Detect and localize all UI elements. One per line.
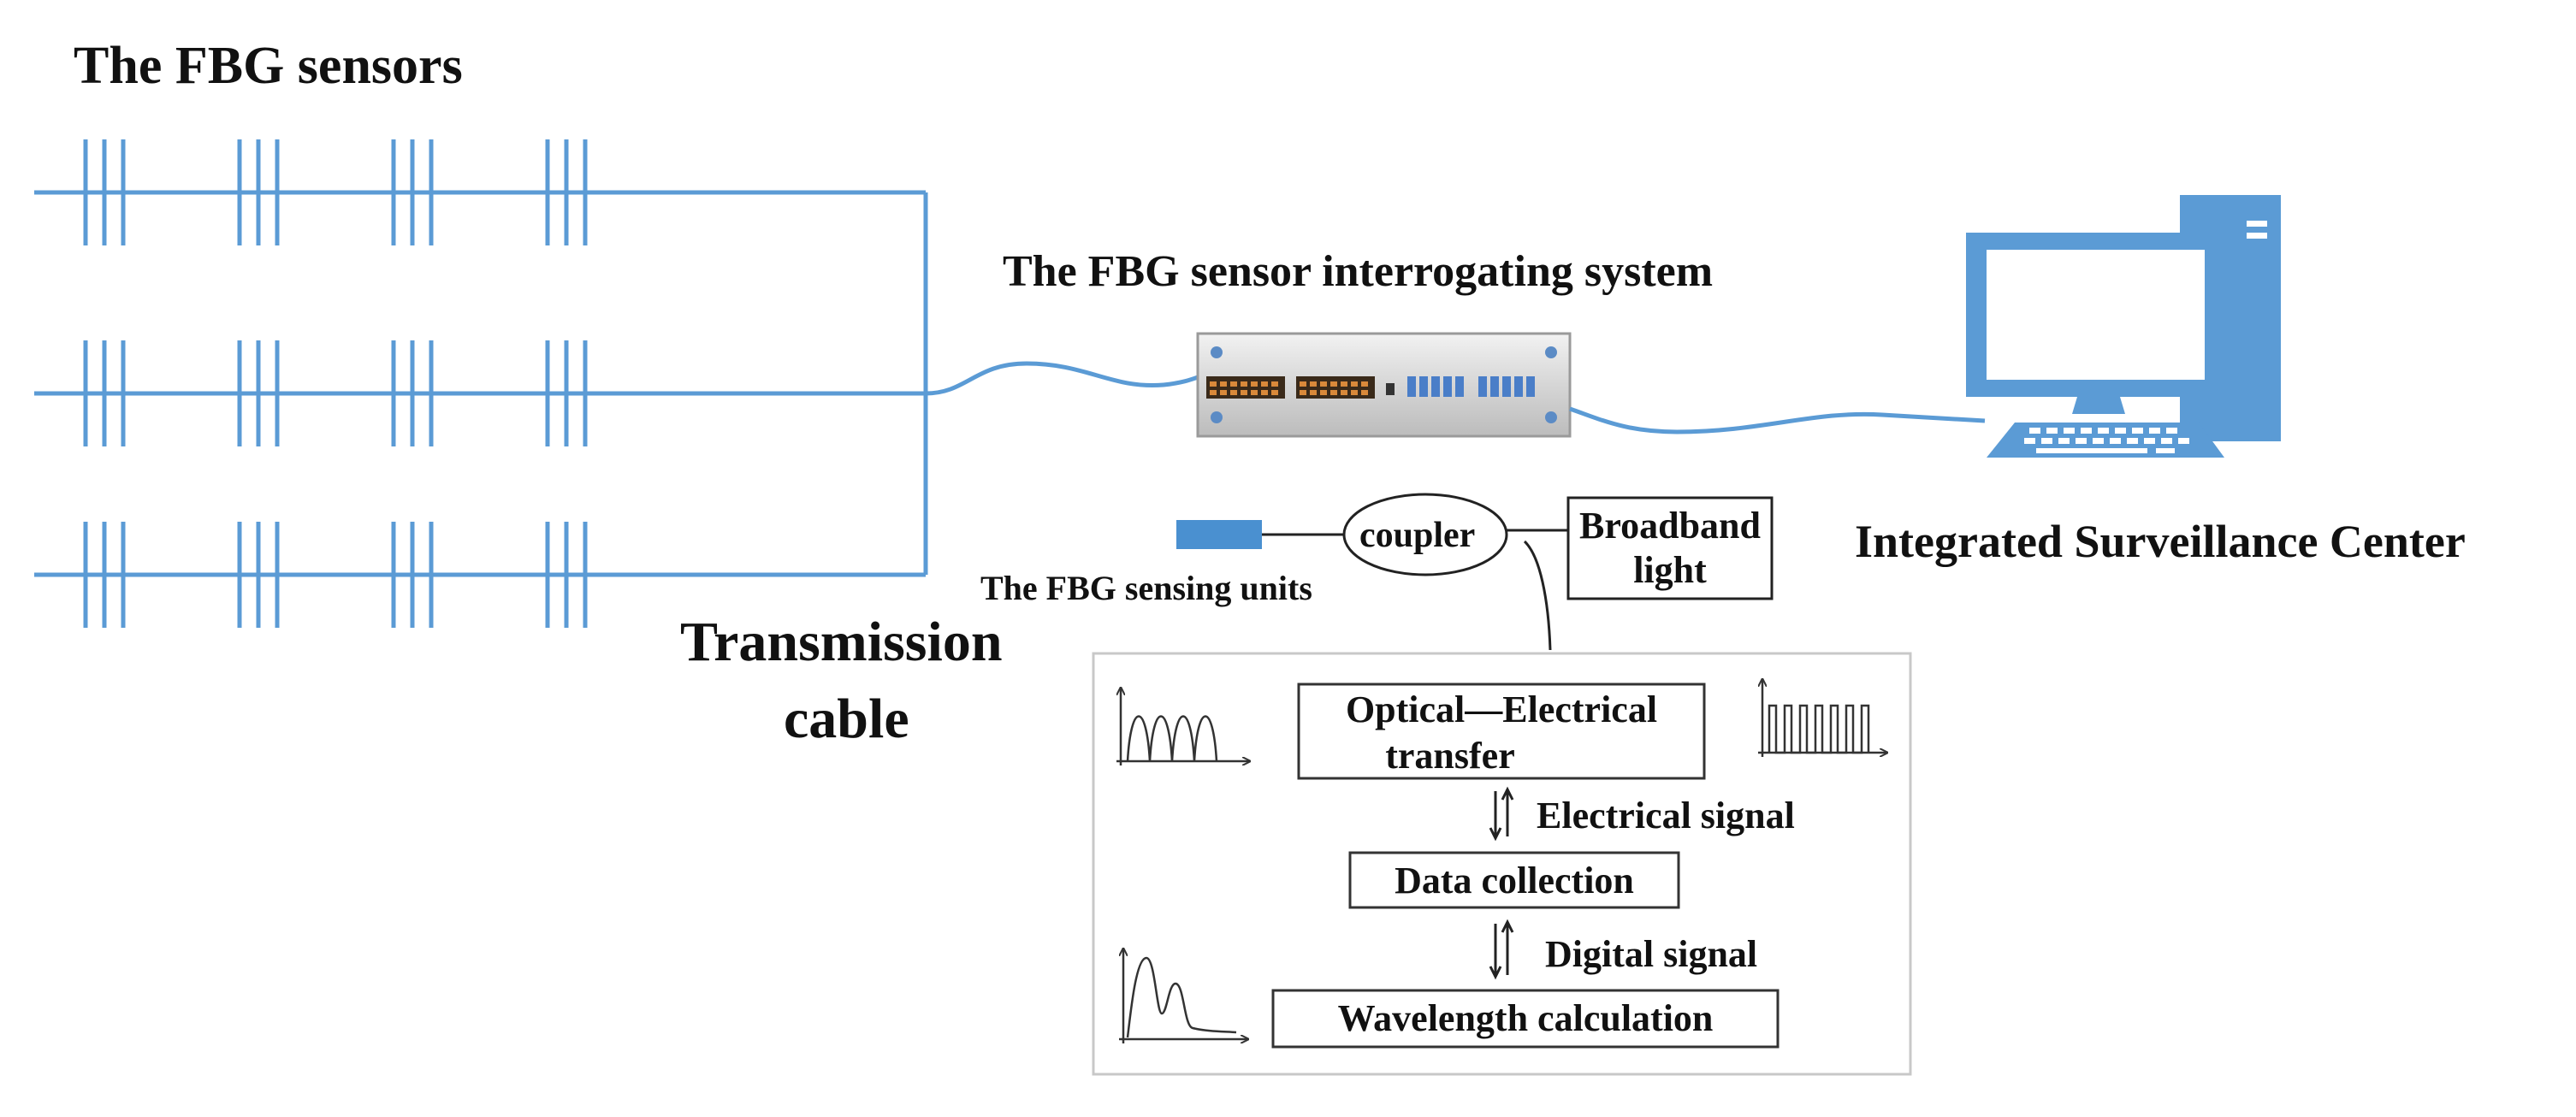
- transmission-cable-label-line2: cable: [784, 688, 909, 750]
- data-collection-label: Data collection: [1395, 860, 1634, 901]
- arrow-digital-signal: [1489, 919, 1514, 980]
- transmission-cable: [925, 361, 1207, 396]
- arrow-electrical-signal: [1489, 786, 1514, 842]
- fbg-grating-icon: [83, 139, 126, 245]
- spectrum-peak-icon: [1119, 949, 1247, 1043]
- electrical-signal-label: Electrical signal: [1537, 795, 1795, 836]
- fbg-grating-icon: [545, 139, 588, 245]
- fbg-grating-icons: [83, 139, 588, 628]
- digital-signal-label: Digital signal: [1545, 933, 1758, 975]
- interrogator-title: The FBG sensor interrogating system: [1003, 247, 1714, 296]
- sensors-title: The FBG sensors: [74, 37, 463, 95]
- sensing-units-label: The FBG sensing units: [980, 569, 1312, 607]
- fbg-grating-icon: [391, 522, 434, 628]
- fbg-grating-icon: [545, 340, 588, 446]
- fbg-grating-icon: [391, 139, 434, 245]
- broadband-label-line2: light: [1633, 549, 1707, 591]
- coupler-label: coupler: [1359, 516, 1476, 555]
- optical-electrical-box: [1297, 683, 1706, 780]
- pulse-waveform-icon: [1116, 689, 1249, 765]
- optical-electrical-label-line1: Optical—Electrical: [1345, 689, 1658, 730]
- fbg-grating-icon: [83, 522, 126, 628]
- broadband-light-box: [1566, 496, 1774, 600]
- coupler-to-processing-line: [1523, 540, 1552, 651]
- interrogator-device-icon: [1196, 332, 1572, 438]
- fbg-grating-icon: [237, 340, 280, 446]
- data-cable: [1569, 406, 1986, 434]
- sensor-fiber-array: [34, 139, 928, 628]
- coupler-ellipse: [1342, 493, 1508, 576]
- computer-icon: [1966, 195, 2281, 458]
- data-collection-box: [1348, 851, 1680, 909]
- fbg-grating-icon: [237, 139, 280, 245]
- fbg-grating-icon: [237, 522, 280, 628]
- wavelength-calculation-box: [1271, 989, 1780, 1049]
- broadband-label-line1: Broadband: [1579, 505, 1761, 547]
- wavelength-calculation-label: Wavelength calculation: [1337, 997, 1714, 1039]
- fbg-sensing-unit: [1176, 520, 1262, 549]
- fbg-grating-icon: [83, 340, 126, 446]
- fbg-grating-icon: [545, 522, 588, 628]
- fbg-grating-icon: [391, 340, 434, 446]
- surveillance-center-label: Integrated Surveillance Center: [1855, 516, 2466, 567]
- transmission-cable-label-line1: Transmission: [680, 611, 1003, 673]
- optical-electrical-label-line2: transfer: [1385, 735, 1515, 777]
- square-wave-icon: [1758, 680, 1886, 757]
